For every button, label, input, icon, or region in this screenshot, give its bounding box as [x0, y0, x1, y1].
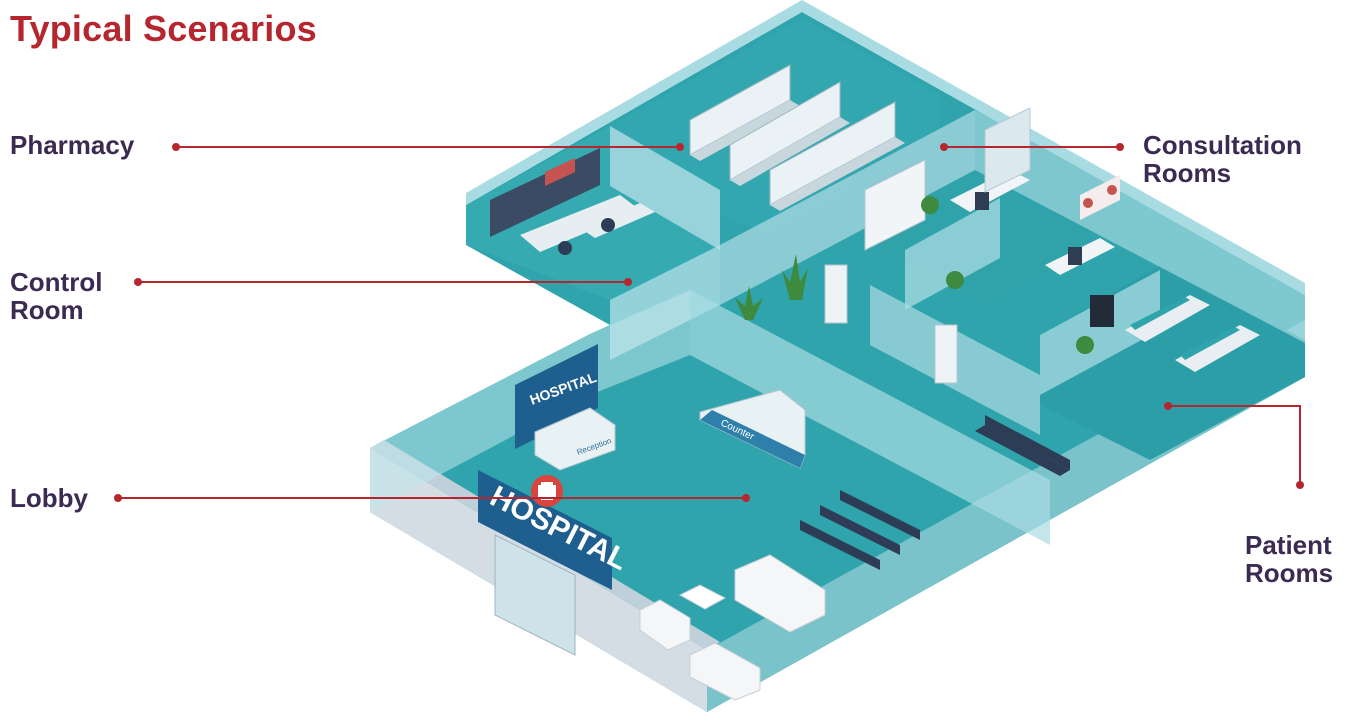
lobby-chairs: [800, 490, 920, 570]
partition-lobby-corridor: [690, 290, 1050, 545]
label-lobby: Lobby: [10, 483, 88, 513]
partition-patient-left: [1040, 270, 1160, 395]
label-pharmacy: Pharmacy: [10, 130, 135, 160]
control-room-monitors: [490, 148, 655, 255]
page-title: Typical Scenarios: [10, 8, 317, 49]
coffee-table: [678, 584, 727, 610]
consultation-furniture: [864, 107, 1120, 289]
wall-sign-panel: [515, 344, 598, 449]
pharmacy-shelves: [689, 64, 905, 211]
callout-line-patient: [1168, 405, 1301, 485]
partition-control-pharmacy: [610, 126, 720, 250]
entrance-doors: [494, 534, 576, 656]
partition-consult-patient: [975, 110, 1305, 343]
partition-corridor-back: [720, 110, 975, 305]
lobby-sofas: [639, 554, 826, 701]
corridor-plants: [735, 254, 808, 320]
reception-desk: [534, 407, 616, 471]
callout-lines: [118, 146, 1301, 499]
corridor-chairs: [975, 415, 1070, 476]
callout-dots: [114, 143, 1304, 502]
partition-consult-mid: [905, 198, 1000, 310]
corridor-door-2: [934, 324, 958, 384]
patient-beds: [1076, 295, 1260, 372]
lobby-sign-panel: [478, 470, 612, 590]
back-wall-left: [466, 0, 802, 205]
corridor-door-1: [824, 264, 848, 324]
